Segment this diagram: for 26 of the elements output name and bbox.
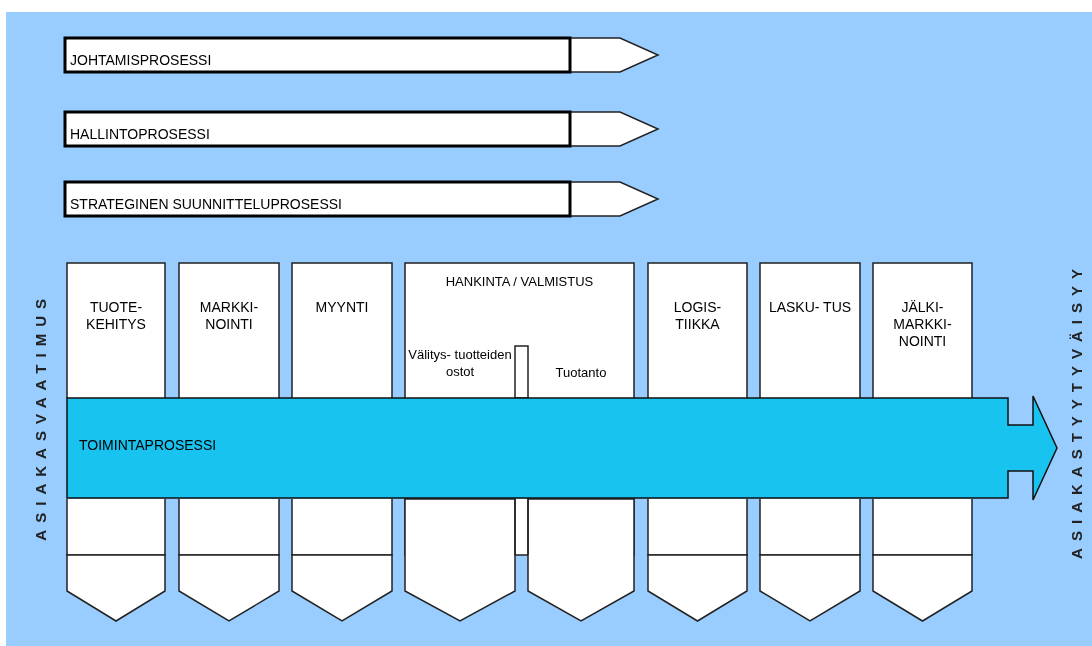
process-label: MARKKI- NOINTI — [198, 299, 260, 333]
process-column — [67, 263, 165, 398]
process-label: STRATEGINEN SUUNNITTELUPROSESSI — [70, 196, 342, 213]
process-label: LOGIS- TIIKKA — [672, 299, 723, 333]
process-label: TOIMINTAPROSESSI — [79, 437, 217, 454]
vertical-label: ASIAKASTYYTYVÄISYY — [1068, 262, 1085, 559]
subprocess-label: Välitys- tuotteiden ostot — [407, 346, 513, 380]
process-column — [292, 263, 392, 398]
process-label: JOHTAMISPROSESSI — [70, 52, 212, 69]
main-process-arrow — [67, 394, 1057, 502]
process-column — [179, 263, 279, 398]
process-column — [873, 263, 972, 398]
process-column — [405, 263, 634, 398]
process-label: LASKU- TUS — [767, 299, 853, 316]
process-label: MYYNTI — [314, 299, 370, 316]
process-label: HALLINTOPROSESSI — [70, 126, 210, 143]
process-banner — [65, 38, 658, 72]
process-column — [648, 263, 747, 398]
process-label: HANKINTA / VALMISTUS — [444, 273, 595, 290]
vertical-label: ASIAKASVAATIMUS — [32, 292, 49, 541]
process-banner — [65, 182, 658, 216]
process-banner — [65, 112, 658, 146]
process-label: JÄLKI- MARKKI- NOINTI — [892, 299, 953, 350]
subprocess-label: Tuotanto — [554, 364, 608, 381]
process-column — [760, 263, 860, 398]
process-label: TUOTE- KEHITYS — [85, 299, 147, 333]
